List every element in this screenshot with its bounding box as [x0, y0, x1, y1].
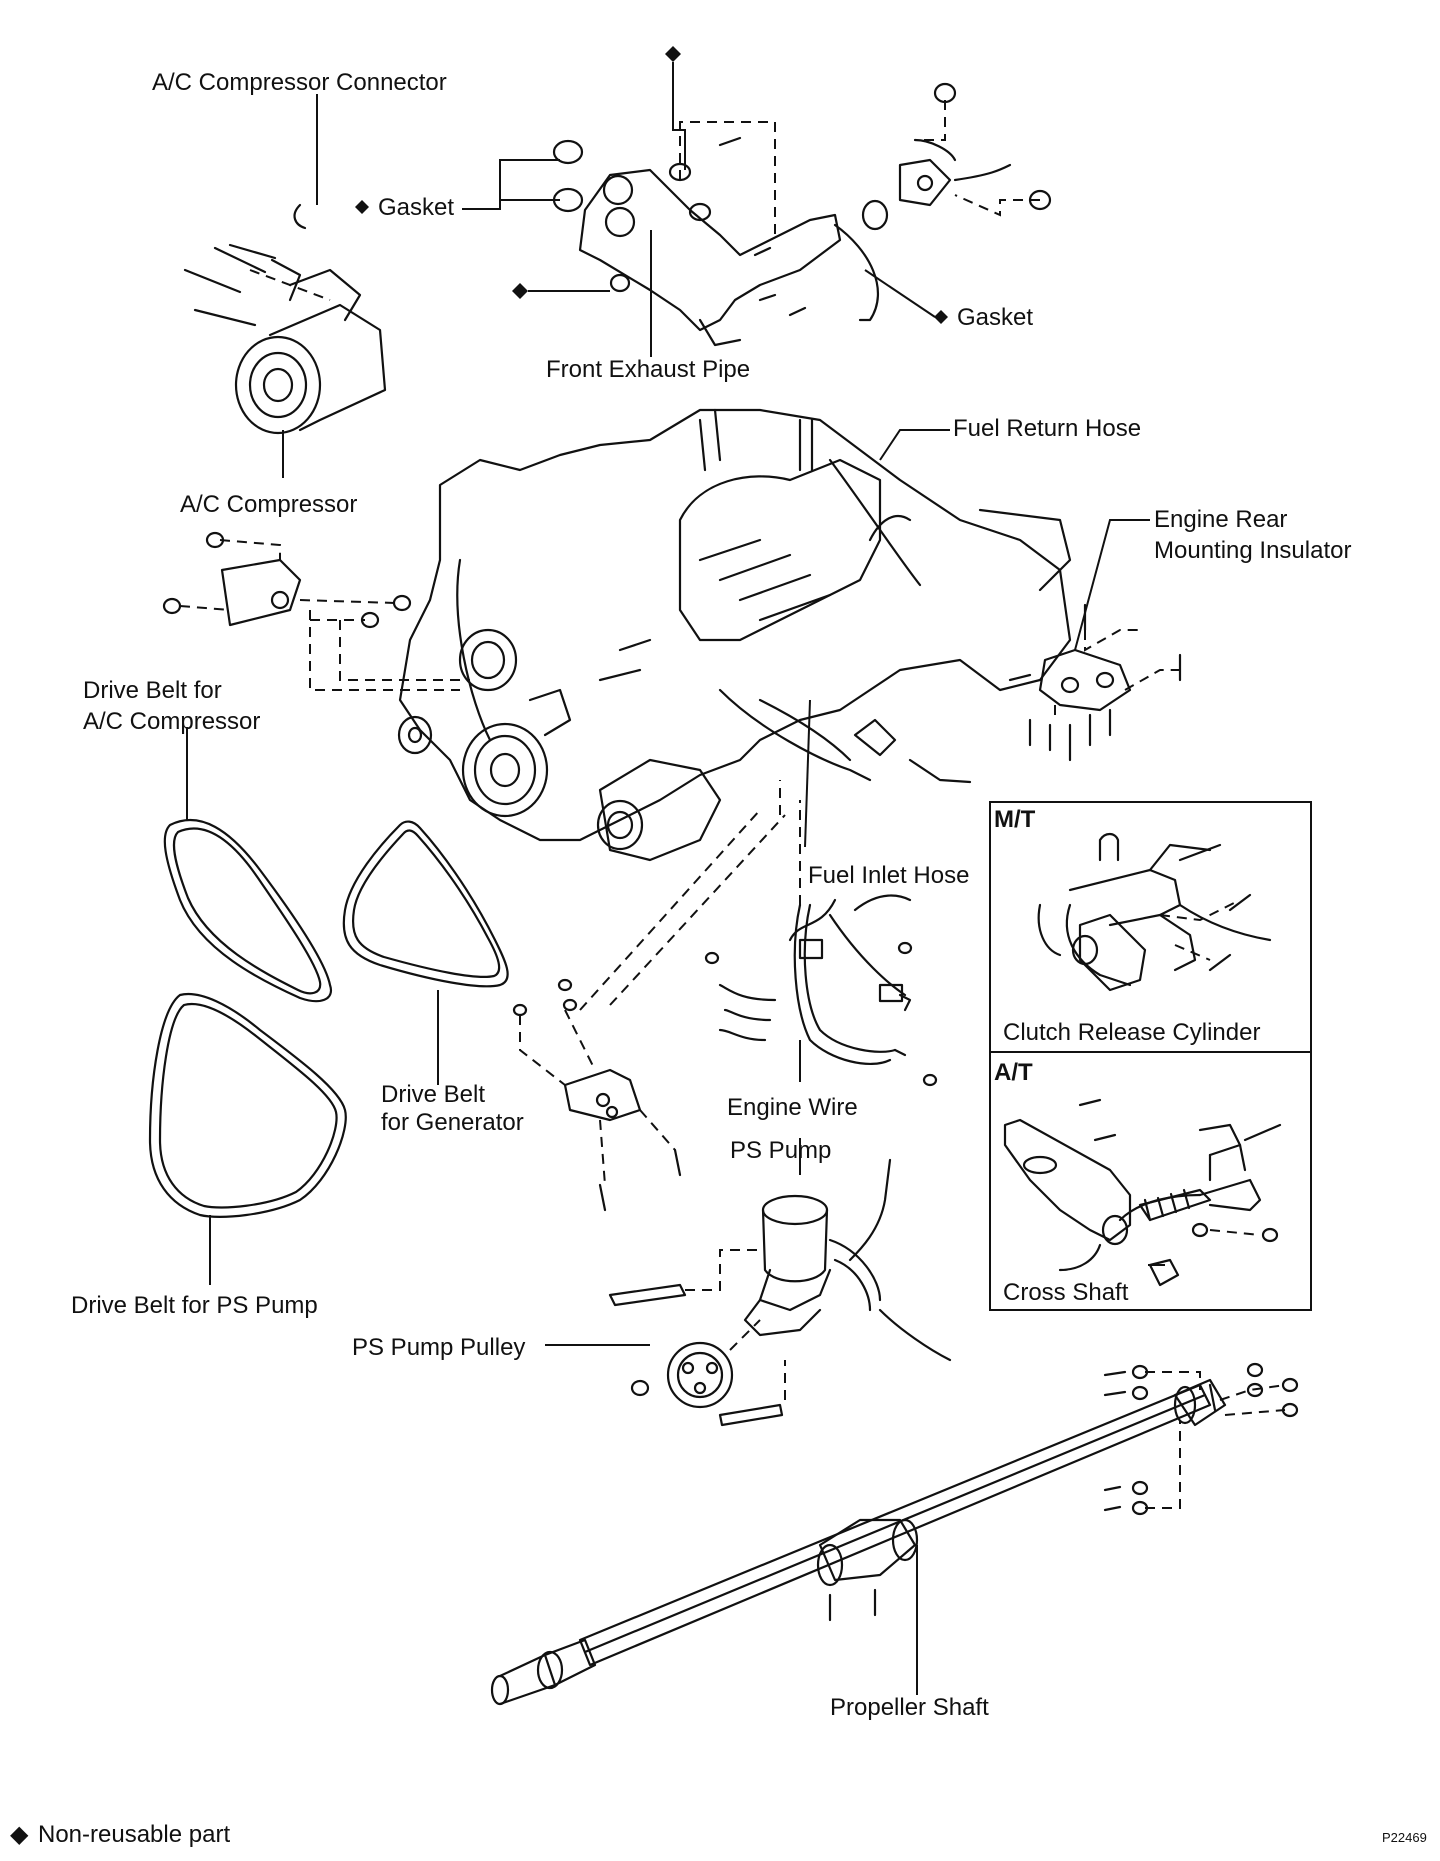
- label-propeller-shaft: Propeller Shaft: [830, 1694, 989, 1721]
- drive-belt-ac-drawing: [163, 819, 333, 1003]
- label-gasket-left: Gasket: [378, 194, 454, 221]
- drive-belt-generator-drawing: [342, 820, 509, 988]
- label-mt-title: M/T: [994, 806, 1036, 833]
- label-ps-pump: PS Pump: [730, 1137, 831, 1164]
- label-engine-rear-mount-2: Mounting Insulator: [1154, 537, 1351, 564]
- label-at-title: A/T: [994, 1059, 1033, 1086]
- legend-text: Non-reusable part: [38, 1821, 230, 1848]
- engine-rear-mount-drawing: [1008, 603, 1182, 762]
- labels: A/C Compressor Connector Gasket Gasket F…: [71, 69, 1351, 1721]
- label-engine-wire: Engine Wire: [727, 1094, 858, 1121]
- diamond-marker-left: [512, 283, 528, 299]
- label-cross-shaft: Cross Shaft: [1003, 1279, 1129, 1306]
- drive-belt-ps-pump-drawing: [148, 992, 347, 1218]
- leader-diamond-top: [672, 62, 686, 170]
- at-box: [989, 1051, 1312, 1311]
- label-fuel-inlet-hose: Fuel Inlet Hose: [808, 862, 969, 889]
- label-ac-compressor: A/C Compressor: [180, 491, 357, 518]
- generator-bracket-drawing: [512, 780, 786, 1212]
- ac-compressor-drawing: [183, 203, 387, 435]
- label-ac-compressor-connector: A/C Compressor Connector: [152, 69, 447, 96]
- label-ps-pump-pulley: PS Pump Pulley: [352, 1334, 525, 1361]
- label-drive-belt-ps: Drive Belt for PS Pump: [71, 1292, 318, 1319]
- engine-block-drawing: [397, 408, 1072, 862]
- label-clutch-release-cylinder: Clutch Release Cylinder: [1003, 1019, 1260, 1046]
- label-drive-belt-gen-2: for Generator: [381, 1109, 524, 1136]
- label-drive-belt-ac-1: Drive Belt for: [83, 677, 222, 704]
- diamond-marker-top: [665, 46, 681, 62]
- propeller-shaft-drawing: [490, 1362, 1299, 1706]
- label-drive-belt-gen-1: Drive Belt: [381, 1081, 485, 1108]
- ps-pump-drawing: [608, 1158, 952, 1427]
- legend-symbol: ◆: [10, 1821, 29, 1848]
- diamond-icon-gasket-left: [355, 200, 369, 214]
- label-drive-belt-ac-2: A/C Compressor: [83, 708, 260, 735]
- label-gasket-right: Gasket: [957, 304, 1033, 331]
- label-engine-rear-mount-1: Engine Rear: [1154, 506, 1287, 533]
- figure-code: P22469: [1382, 1830, 1427, 1845]
- diamond-icon-gasket-right: [934, 310, 948, 324]
- front-exhaust-pipe-drawing: [552, 82, 1052, 347]
- label-fuel-return-hose: Fuel Return Hose: [953, 415, 1141, 442]
- label-front-exhaust-pipe: Front Exhaust Pipe: [546, 356, 750, 383]
- leader-lines: [186, 94, 1165, 1695]
- mt-box: [989, 801, 1312, 1053]
- legend: ◆ Non-reusable part: [10, 1821, 230, 1848]
- engine-wire-drawing: [704, 800, 938, 1087]
- bracket-drawing: [162, 531, 470, 691]
